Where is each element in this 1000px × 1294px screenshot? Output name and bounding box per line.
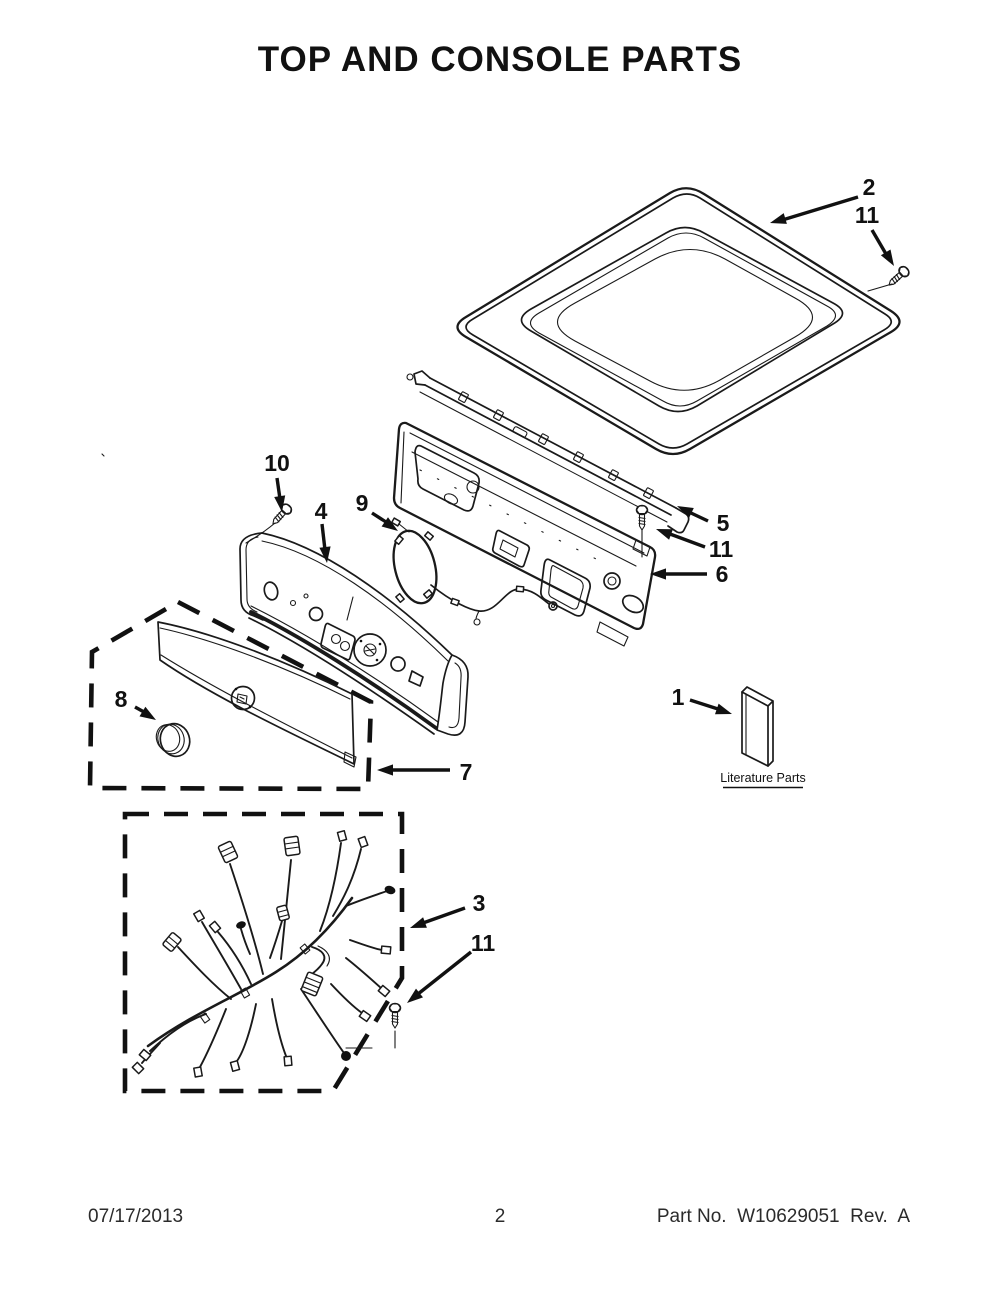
arrow-to-bracket-screw [656,529,706,549]
callout-label-top-panel-screw: 11 [855,202,880,228]
footer-part-number: Part No. W10629051 Rev. A [656,1206,910,1227]
knob-drawing [155,722,191,758]
wire-harness-group [122,811,405,1094]
callout-label-bracket-screw: 11 [709,536,734,562]
callout-label-console: 4 [315,498,328,524]
callout-label-rear-panel: 6 [716,561,729,587]
callout-label-bracket: 5 [717,510,730,536]
top-panel-screw-icon [884,263,912,290]
page-title: TOP AND CONSOLE PARTS [257,40,743,79]
arrow-to-rear-panel [650,568,707,580]
bracket-screw-icon [635,504,649,531]
callout-label-harness-screw: 11 [471,930,496,956]
console-drawing [239,532,469,736]
arrow-to-console-screw [274,477,286,512]
callout-label-console-screw: 10 [264,450,290,476]
arrow-to-wire-ring [371,511,398,531]
arrow-to-top-panel [770,195,859,224]
rear-console-panel-drawing [392,421,657,647]
arrow-to-knob [134,705,156,720]
callout-arrows [134,195,894,1003]
arrow-to-harness-screw [407,950,473,1003]
literature-parts-label: Literature Parts [720,771,805,785]
arrow-to-top-panel-screw [870,229,894,266]
mounting-bracket-drawing [406,370,690,534]
overlay-emblem [230,685,256,711]
top-panel-drawing [456,187,901,456]
arrow-to-literature [689,698,732,715]
console-overlay-group [87,599,374,792]
callout-label-overlay: 7 [460,759,473,785]
wire-ring-drawing [390,517,558,626]
footer-page-number: 2 [494,1206,506,1227]
callout-labels: 2 11 10 4 9 5 11 6 8 7 1 3 11 [115,174,880,956]
arrow-to-overlay [377,764,450,776]
arrow-to-harness [410,906,466,928]
harness-screw-icon [388,1002,402,1029]
callout-label-knob: 8 [115,686,128,712]
footer-date: 07/17/2013 [88,1206,184,1227]
callout-label-harness: 3 [473,890,486,916]
arrow-to-bracket [677,506,709,523]
literature-drawing: Literature Parts [720,686,806,789]
harness-connectors [131,829,396,1078]
screw-icons [101,263,912,1029]
callout-label-top-panel: 2 [863,174,876,200]
callout-label-wire-ring: 9 [356,490,369,516]
arrow-to-console [319,523,331,563]
callout-label-literature: 1 [672,684,685,710]
